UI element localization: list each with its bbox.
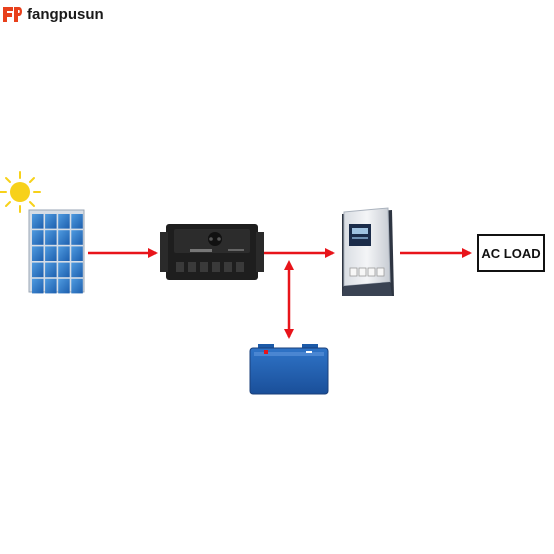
solar-cell xyxy=(32,214,44,229)
solar-cell xyxy=(32,246,44,261)
solar-cell xyxy=(45,246,57,261)
solar-cell xyxy=(45,278,57,294)
solar-cell xyxy=(32,230,44,245)
brand-logo: fangpusun xyxy=(2,4,104,24)
solar-cell xyxy=(58,246,70,261)
solar-cell xyxy=(71,214,83,229)
fangpusun-logo-icon xyxy=(3,7,22,22)
solar-cell xyxy=(45,230,57,245)
solar-cell xyxy=(71,262,83,278)
solar-cell xyxy=(58,230,70,245)
brand-name: fangpusun xyxy=(27,5,104,23)
solar-cell xyxy=(71,246,83,261)
solar-panel-icon xyxy=(28,209,85,294)
charge-controller-icon xyxy=(160,224,264,280)
ac-load-box: AC LOAD xyxy=(477,234,545,272)
solar-cell xyxy=(71,278,83,294)
solar-cell xyxy=(71,230,83,245)
solar-cell xyxy=(58,278,70,294)
solar-cell xyxy=(58,262,70,278)
solar-cell xyxy=(32,262,44,278)
inverter-icon xyxy=(342,207,394,296)
solar-cell xyxy=(45,262,57,278)
battery-icon xyxy=(249,344,329,395)
solar-cell xyxy=(58,214,70,229)
sun-icon xyxy=(0,171,41,213)
ac-load-label: AC LOAD xyxy=(481,245,541,261)
solar-cell xyxy=(45,214,57,229)
solar-cell xyxy=(32,278,44,294)
